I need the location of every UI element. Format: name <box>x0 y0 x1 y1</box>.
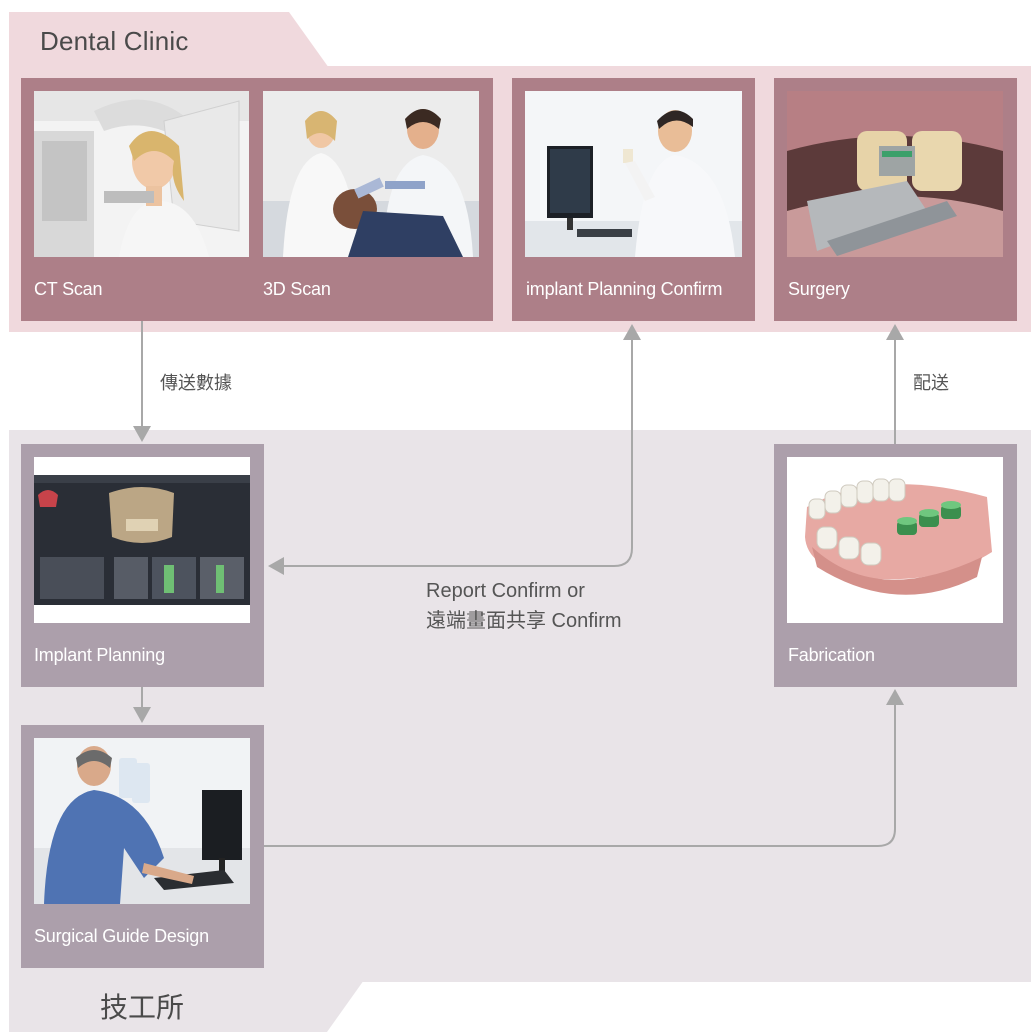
surgery-card: Surgery <box>774 78 1017 321</box>
lab-region-tab <box>9 980 364 1032</box>
deliver-label: 配送 <box>913 373 949 393</box>
clinic-region-tab <box>9 12 329 68</box>
ct-scan-photo <box>34 91 249 257</box>
surgical-guide-caption: Surgical Guide Design <box>34 926 209 946</box>
arrowhead-down-1 <box>133 426 151 442</box>
surgical-guide-photo <box>34 738 250 904</box>
lab-region-title: 技工所 <box>100 992 185 1023</box>
arrowhead-up-surgery <box>886 324 904 340</box>
implant-planning-screenshot <box>34 457 250 623</box>
report-confirm-arrow <box>282 338 633 567</box>
arrowhead-up-fabrication <box>886 689 904 705</box>
arrowhead-left-planning <box>268 557 284 575</box>
planning-confirm-card: implant Planning Confirm <box>512 78 755 321</box>
scan-card: CT Scan 3D Scan <box>21 78 493 321</box>
report-confirm-label-line2: 遠端畫面共享 Confirm <box>426 610 622 632</box>
surgical-guide-card: Surgical Guide Design <box>21 725 264 968</box>
arrowhead-up-confirm <box>623 324 641 340</box>
arrowhead-down-2 <box>133 707 151 723</box>
report-confirm-label-line1: Report Confirm or <box>426 580 585 602</box>
fabrication-photo <box>787 457 1003 623</box>
clinic-region-title: Dental Clinic <box>40 26 189 56</box>
guide-to-fabrication-arrow <box>264 703 896 847</box>
planning-confirm-caption: implant Planning Confirm <box>526 279 723 299</box>
3d-scan-caption: 3D Scan <box>263 279 331 299</box>
implant-planning-card: Implant Planning <box>21 444 264 687</box>
planning-confirm-photo <box>525 91 742 257</box>
fabrication-card: Fabrication <box>774 444 1017 687</box>
send-data-label: 傳送數據 <box>160 373 232 393</box>
fabrication-caption: Fabrication <box>788 645 875 665</box>
implant-planning-caption: Implant Planning <box>34 645 165 665</box>
surgery-photo <box>787 91 1003 257</box>
ct-scan-caption: CT Scan <box>34 279 103 299</box>
3d-scan-photo <box>263 91 479 257</box>
surgery-caption: Surgery <box>788 279 850 299</box>
